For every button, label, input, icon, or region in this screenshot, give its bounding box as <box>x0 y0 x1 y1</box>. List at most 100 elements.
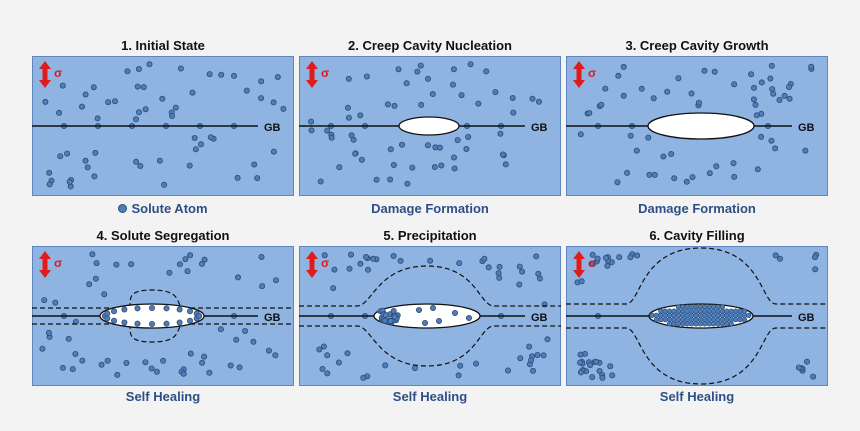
solute-atom <box>403 80 410 87</box>
solute-atom <box>417 62 424 69</box>
solute-atom <box>64 150 71 157</box>
solute-atom <box>345 114 352 121</box>
solute-atom <box>509 95 516 102</box>
solute-atom <box>758 79 765 86</box>
solute-atom <box>52 299 59 306</box>
solute-atom <box>458 92 465 99</box>
solute-atom <box>589 251 596 258</box>
stress-label: σ <box>321 256 329 270</box>
solute-atom <box>812 266 819 273</box>
solute-atoms <box>42 61 287 190</box>
solute-atom <box>280 105 287 112</box>
solute-atom <box>577 131 584 138</box>
solute-atom <box>176 261 183 268</box>
solute-atom <box>409 164 416 171</box>
solute-atom <box>450 66 457 73</box>
solute-atoms <box>39 251 279 378</box>
filling-atom <box>649 312 655 319</box>
cavity-atoms <box>102 305 202 328</box>
solute-atom <box>90 84 97 91</box>
solute-atom <box>345 75 352 82</box>
panel-5-title: 5. Precipitation <box>383 228 477 243</box>
solute-atom <box>91 173 98 180</box>
solute-atom <box>731 81 738 88</box>
filling-atom <box>706 321 712 327</box>
panel-2-caption: Damage Formation <box>371 201 489 216</box>
solute-atom <box>324 127 331 134</box>
solute-atom <box>358 156 365 163</box>
solute-atom <box>454 137 461 144</box>
solute-atom <box>418 101 425 108</box>
solute-atom <box>620 63 627 70</box>
segregated-atom <box>134 305 141 312</box>
precipitate-atom <box>382 312 389 319</box>
solute-atom <box>41 297 48 304</box>
solute-atom <box>42 98 49 105</box>
solute-atom <box>104 357 111 364</box>
solute-atom-icon <box>118 204 128 214</box>
solute-atom <box>134 83 141 90</box>
solute-atom <box>89 251 96 258</box>
stress-arrow-icon <box>573 61 585 88</box>
solute-atom <box>316 346 323 353</box>
solute-atom <box>424 142 431 149</box>
panel-4-title: 4. Solute Segregation <box>96 228 230 243</box>
solute-atom <box>113 261 120 268</box>
precipitate-atom <box>435 318 442 325</box>
solute-atom <box>750 84 757 91</box>
solute-atom <box>66 178 73 185</box>
solute-atom <box>172 104 179 111</box>
solute-atoms <box>308 61 542 187</box>
solute-atom <box>82 157 89 164</box>
segregated-atom <box>121 319 128 326</box>
solute-atom <box>589 260 596 267</box>
solute-atom <box>270 99 277 106</box>
grain-boundary-label: GB <box>264 312 281 324</box>
solute-atom <box>753 112 760 119</box>
panel-1-caption: Solute Atom <box>32 201 294 216</box>
solute-atom <box>156 157 163 164</box>
panel-6-title: 6. Cavity Filling <box>649 228 745 243</box>
solute-atom <box>45 329 52 336</box>
solute-atom <box>39 345 46 352</box>
solute-atom <box>425 75 432 82</box>
solute-atom <box>587 362 594 369</box>
solute-atom <box>234 174 241 181</box>
filling-atom <box>658 316 664 323</box>
solute-atom <box>526 343 533 350</box>
solute-atom <box>363 73 370 80</box>
solute-atom <box>198 260 205 267</box>
precipitate-atom <box>451 310 458 317</box>
solute-atom <box>161 181 168 188</box>
stress-arrow-icon <box>39 61 51 88</box>
solute-atom <box>112 98 119 105</box>
solute-atom <box>92 149 99 156</box>
solute-atom <box>748 71 755 78</box>
solute-atom <box>128 261 135 268</box>
solute-atom <box>182 256 189 263</box>
solute-atom <box>586 110 593 117</box>
solute-atom <box>365 266 372 273</box>
stress-label: σ <box>588 66 596 80</box>
panel-2-title: 2. Creep Cavity Nucleation <box>348 38 512 53</box>
solute-atom <box>251 161 258 168</box>
solute-atom <box>348 251 355 258</box>
solute-atom <box>397 257 404 264</box>
solute-atom <box>270 148 277 155</box>
panel-3-title: 3. Creep Cavity Growth <box>625 38 769 53</box>
solute-atom <box>411 365 418 372</box>
depletion-zone-lower <box>299 325 561 367</box>
solute-atom <box>352 150 359 157</box>
solute-atom <box>166 269 173 276</box>
solute-atom <box>233 336 240 343</box>
solute-atom <box>123 360 130 367</box>
solute-atom <box>668 151 675 158</box>
solute-atom <box>492 89 499 96</box>
solute-atom <box>344 350 351 357</box>
solute-atom <box>328 134 335 141</box>
solute-atom <box>321 252 328 259</box>
segregated-atom <box>111 317 118 324</box>
solute-atom <box>455 372 462 379</box>
solute-atom <box>124 68 131 75</box>
